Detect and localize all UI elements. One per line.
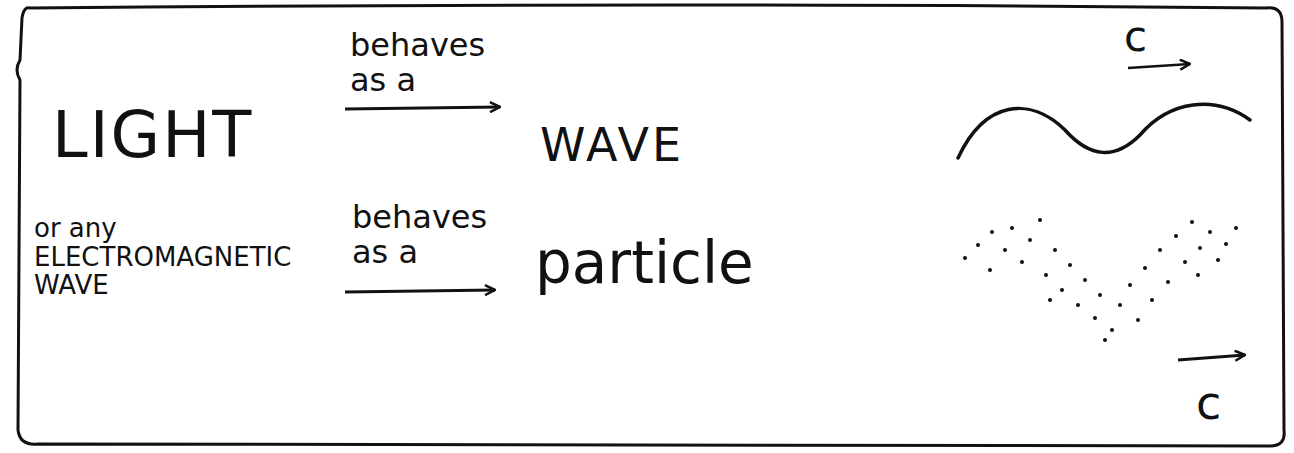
speed-arrow: [1128, 64, 1190, 68]
behavior-word: particle: [535, 232, 754, 296]
frame: [17, 5, 1284, 446]
speed-symbol: c: [1124, 14, 1147, 60]
subject-note: or any ELECTROMAGNETIC WAVE: [34, 214, 324, 300]
particle-dots: [963, 218, 1238, 342]
speed-symbol: c: [1196, 378, 1221, 429]
relation-text: behaves as a: [350, 28, 515, 98]
subject-word: LIGHT: [52, 100, 253, 170]
wave-curve: [958, 104, 1250, 158]
relation-text: behaves as a: [352, 200, 517, 270]
speed-arrow: [1178, 355, 1245, 360]
behaves-arrow: [345, 290, 495, 292]
behavior-word: WAVE: [540, 120, 684, 171]
behaves-arrow: [345, 107, 500, 109]
